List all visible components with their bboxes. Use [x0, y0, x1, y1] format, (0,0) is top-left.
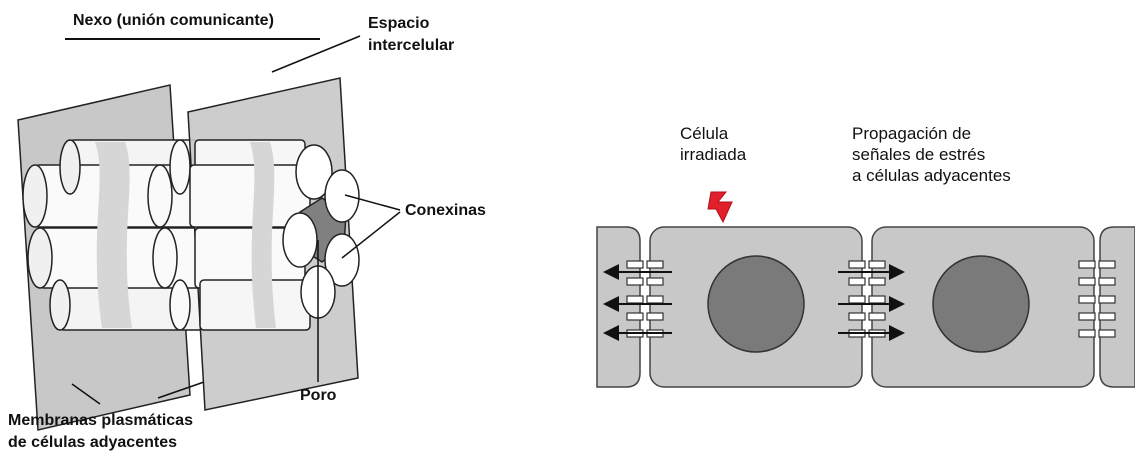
nucleus-adjacent — [932, 255, 1030, 353]
conexinas-leader-1 — [344, 194, 401, 211]
label-propagacion-2: señales de estrés — [852, 145, 986, 164]
label-espacio-1: Espacio — [368, 15, 430, 32]
connexin-circles — [282, 144, 360, 319]
lightning-icon — [707, 191, 733, 224]
nucleus-irradiated — [707, 255, 805, 353]
cell-left-partial — [596, 226, 641, 388]
membrana-leader-1 — [71, 383, 101, 405]
title-nexo: Nexo (unión comunicante) — [73, 12, 274, 29]
label-celula-2: irradiada — [680, 145, 747, 164]
label-celula-1: Célula — [680, 124, 729, 143]
label-membranas-1: Membranas plasmáticas — [8, 412, 193, 429]
label-membranas-2: de células adyacentes — [8, 434, 177, 451]
connexon-ends-shading — [250, 142, 276, 328]
label-conexinas: Conexinas — [405, 202, 486, 219]
membrana-leader-2 — [157, 381, 205, 399]
label-poro: Poro — [300, 387, 337, 404]
signal-arrows — [603, 264, 905, 341]
espacio-leader — [271, 35, 361, 73]
label-propagacion-1: Propagación de — [852, 124, 972, 143]
label-espacio-2: intercelular — [368, 37, 455, 54]
cell-right-partial — [1099, 226, 1135, 388]
cell-row — [596, 191, 1135, 388]
connexon-ends — [189, 139, 311, 331]
label-propagacion-3: a células adyacentes — [852, 166, 1011, 185]
conexinas-leader-2 — [341, 211, 401, 259]
